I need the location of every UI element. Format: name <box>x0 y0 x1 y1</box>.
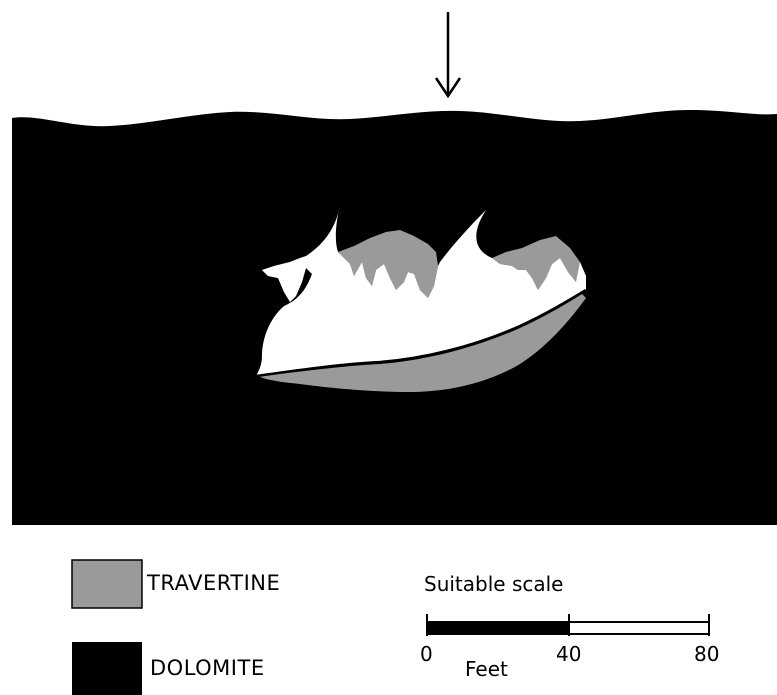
scale-bar-tick-label-0: 0 <box>420 642 433 666</box>
scale-bar-unit: Feet <box>465 657 508 681</box>
scale-bar-open-segment <box>569 622 709 634</box>
scale-bar <box>427 614 709 636</box>
legend-swatch-dolomite <box>72 642 142 695</box>
scale-bar-filled-segment <box>427 621 569 635</box>
legend-label-dolomite: DOLOMITE <box>150 656 265 680</box>
down-arrow-icon <box>436 12 460 96</box>
scale-bar-tick-label-80: 80 <box>694 642 719 666</box>
scale-bar-tick-label-40: 40 <box>556 642 581 666</box>
legend-label-travertine: TRAVERTINE <box>147 571 280 595</box>
legend-swatch-travertine <box>72 560 142 608</box>
scale-bar-title: Suitable scale <box>424 572 563 596</box>
